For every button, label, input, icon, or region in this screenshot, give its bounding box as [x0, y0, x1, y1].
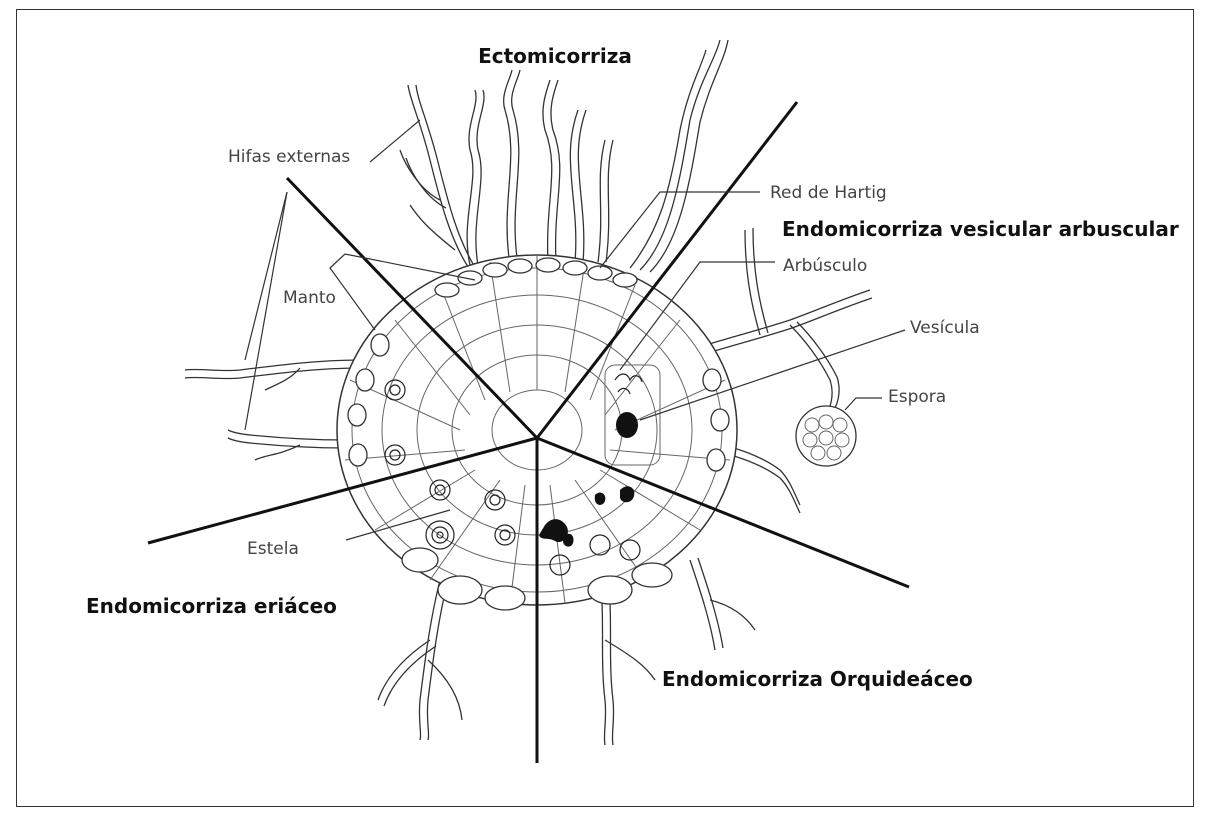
label-estela: Estela [247, 539, 299, 559]
label-vesicula: Vesícula [910, 318, 980, 338]
label-espora: Espora [888, 387, 946, 407]
label-endomicorriza-ericaceo: Endomicorriza eriáceo [86, 594, 337, 618]
vesicle [616, 412, 638, 438]
label-arbusculo: Arbúsculo [783, 256, 867, 276]
diagram-title: Ectomicorriza [478, 44, 632, 68]
label-endomicorriza-orquideaceo: Endomicorriza Orquideáceo [662, 667, 973, 691]
label-endomicorriza-vesicular: Endomicorriza vesicular arbuscular [782, 217, 1179, 241]
label-hifas-externas: Hifas externas [228, 147, 350, 167]
label-red-de-hartig: Red de Hartig [770, 183, 887, 203]
spore [796, 406, 856, 466]
label-manto: Manto [283, 288, 336, 308]
